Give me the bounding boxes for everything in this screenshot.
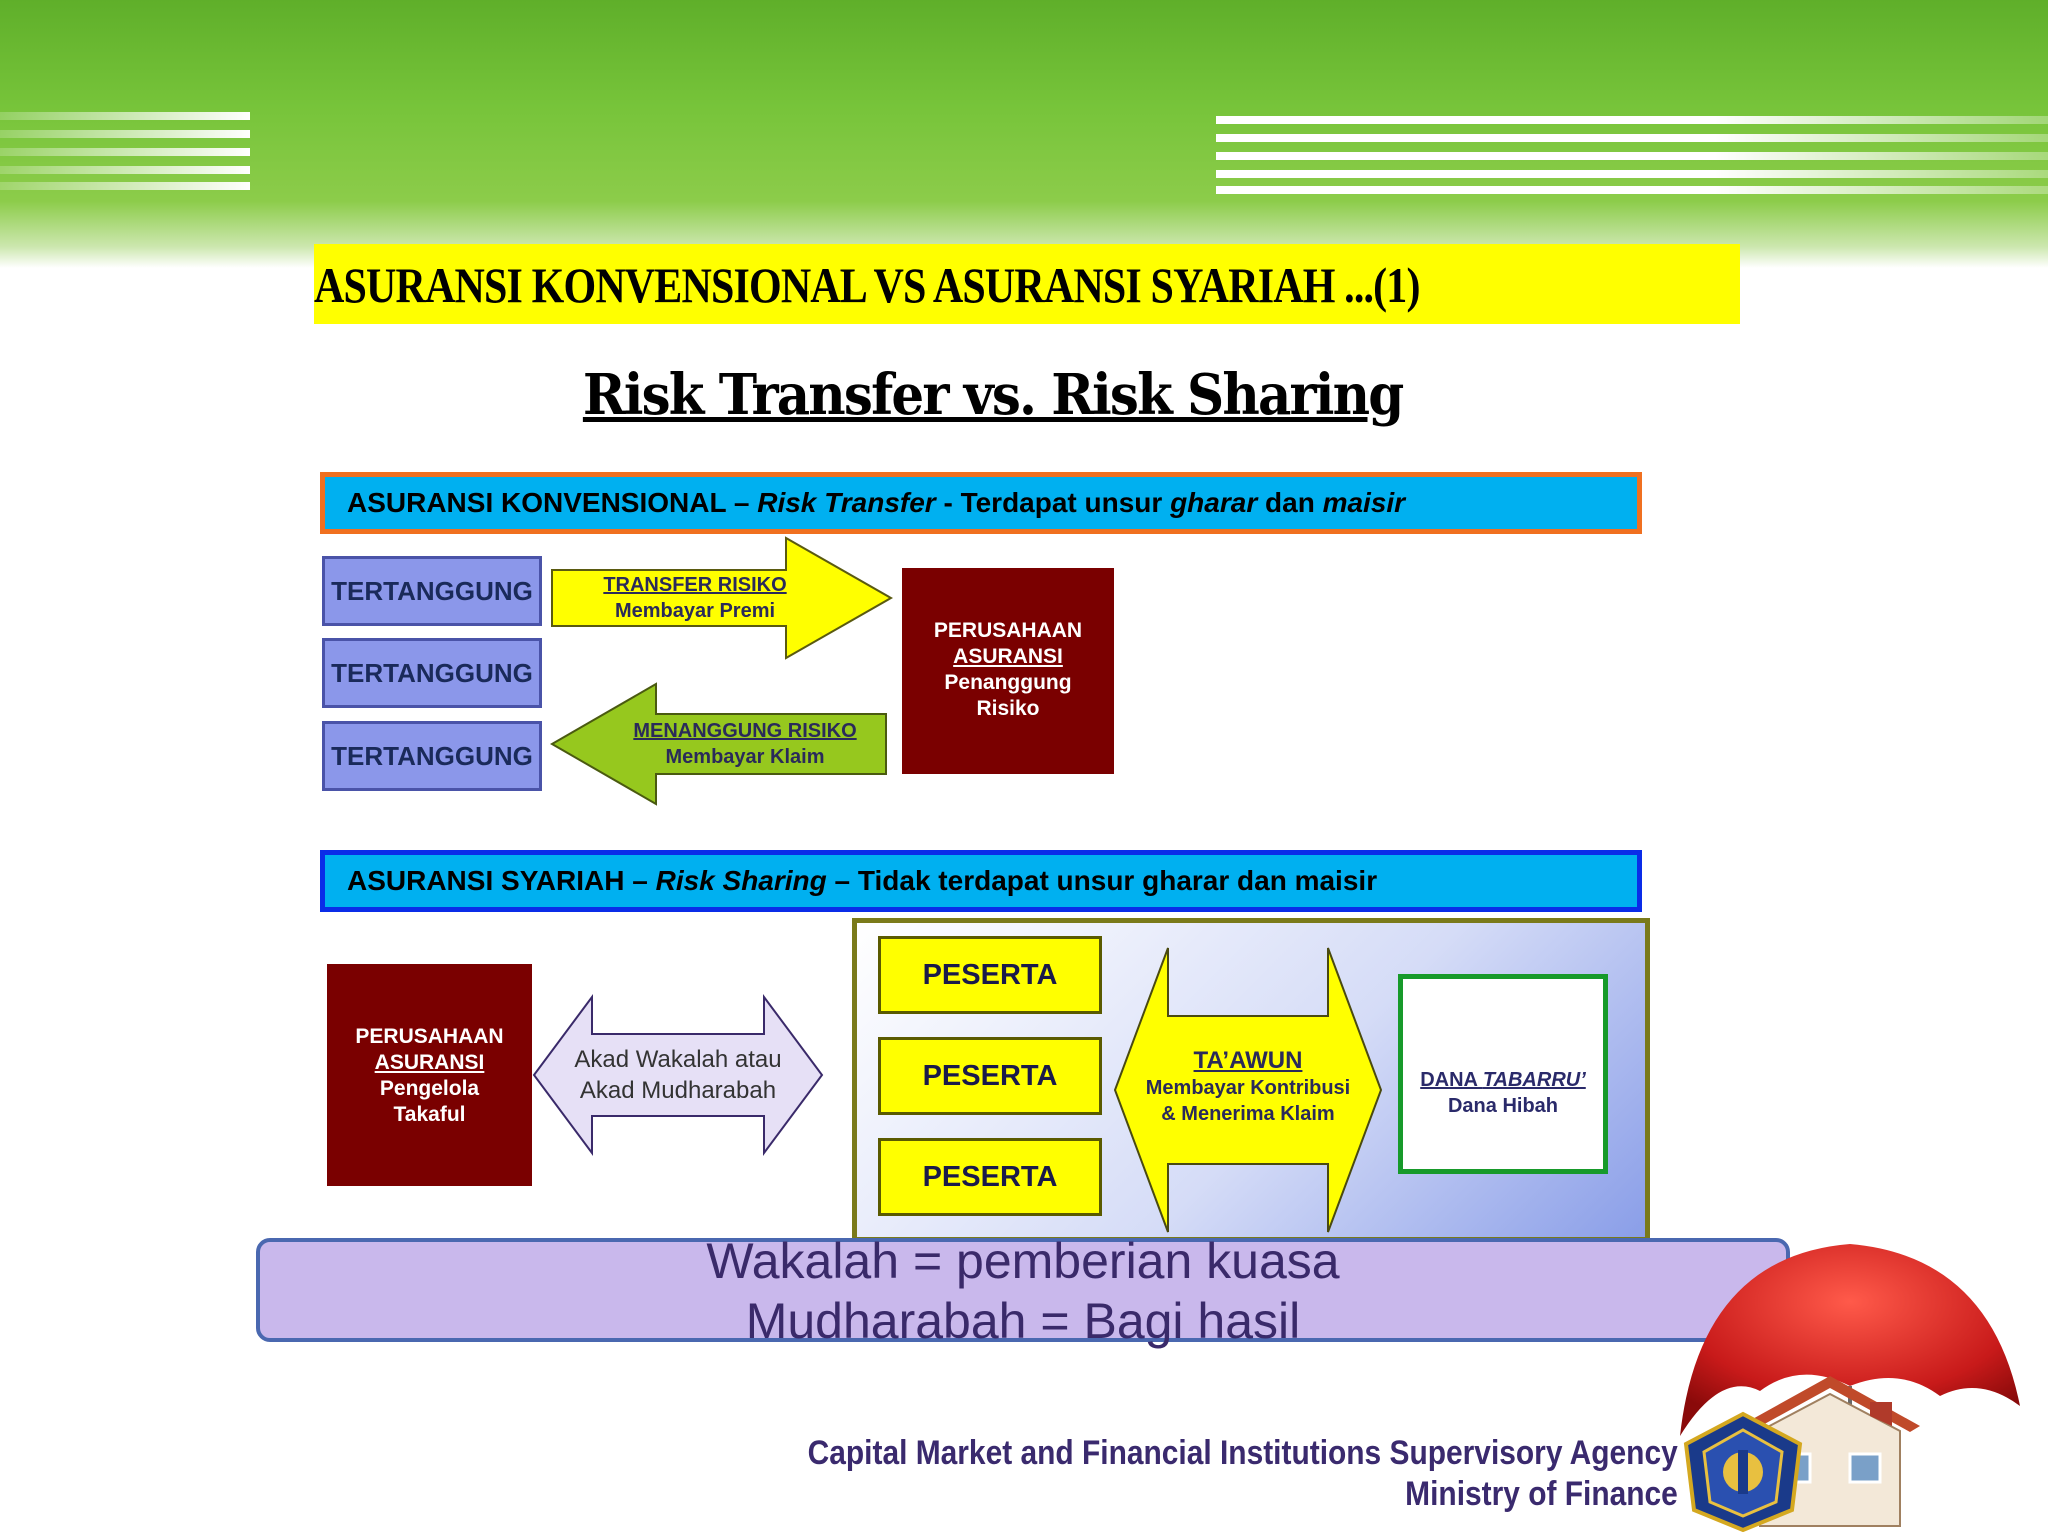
peserta-box: PESERTA [878, 936, 1102, 1014]
dana-tabarru-sub: Dana Hibah [1447, 1095, 1559, 1117]
konvensional-header-dan: dan [1257, 487, 1323, 518]
tertanggung-box: TERTANGGUNG [322, 638, 542, 708]
dana-tabarru-prefix: DANA [1420, 1069, 1483, 1091]
konvensional-header-gharar: gharar [1170, 487, 1258, 518]
syariah-header-prefix: ASURANSI SYARIAH – [347, 865, 656, 896]
dana-tabarru-label: DANA TABARRU’ Dana Hibah [1403, 1067, 1603, 1119]
company-line2: ASURANSI [953, 645, 1063, 668]
company-line2: ASURANSI [374, 1051, 485, 1074]
dana-tabarru-italic: TABARRU’ [1482, 1069, 1586, 1091]
menanggung-risiko-title: MENANGGUNG RISIKO [633, 720, 857, 742]
company-line1: PERUSAHAAN [355, 1025, 504, 1048]
tertanggung-box: TERTANGGUNG [322, 556, 542, 626]
taawun-line1: Membayar Kontribusi [1145, 1077, 1351, 1099]
slide-subtitle: Risk Transfer vs. Risk Sharing [582, 362, 1404, 428]
taawun-title: TA’AWUN [1193, 1047, 1303, 1074]
company-line4: Takaful [393, 1103, 466, 1126]
footer-ministry: Ministry of Finance [1405, 1475, 1678, 1513]
akad-label: Akad Wakalah atau Akad Mudharabah [540, 1044, 816, 1106]
dana-tabarru-box: DANA TABARRU’ Dana Hibah [1398, 974, 1608, 1174]
konvensional-header-prefix: ASURANSI KONVENSIONAL – [347, 487, 758, 518]
tertanggung-box: TERTANGGUNG [322, 721, 542, 791]
konvensional-header-risk-transfer: Risk Transfer [757, 487, 936, 518]
title-highlight [314, 244, 1740, 324]
syariah-header-rest: – Tidak terdapat unsur gharar dan maisir [826, 865, 1378, 896]
peserta-box: PESERTA [878, 1138, 1102, 1216]
company-line3: Penanggung [944, 671, 1072, 694]
transfer-risiko-title: TRANSFER RISIKO [603, 574, 787, 596]
taawun-label: TA’AWUN Membayar Kontribusi & Menerima K… [1122, 1048, 1374, 1127]
akad-double-arrow [532, 994, 824, 1156]
slide-title: ASURANSI KONVENSIONAL VS ASURANSI SYARIA… [314, 257, 1420, 313]
taawun-double-arrow [1113, 947, 1383, 1233]
syariah-header: ASURANSI SYARIAH – Risk Sharing – Tidak … [320, 850, 1642, 912]
banner-stripes-right [1216, 116, 2048, 194]
peserta-box: PESERTA [878, 1037, 1102, 1115]
footer-agency: Capital Market and Financial Institution… [807, 1434, 1678, 1472]
transfer-risiko-label: TRANSFER RISIKO Membayar Premi [552, 572, 838, 624]
definition-note-box [256, 1238, 1790, 1342]
menanggung-risiko-label: MENANGGUNG RISIKO Membayar Klaim [620, 718, 870, 770]
konvensional-header-maisir: maisir [1322, 487, 1406, 518]
akad-line2: Akad Mudharabah [579, 1077, 777, 1104]
note-wakalah: Wakalah = pemberian kuasa [706, 1233, 1340, 1289]
akad-line1: Akad Wakalah atau [574, 1046, 782, 1073]
company-line4: Risiko [976, 697, 1040, 720]
transfer-risiko-sub: Membayar Premi [614, 600, 776, 622]
transfer-risiko-arrow [551, 536, 894, 660]
company-line3: Pengelola [379, 1077, 480, 1100]
note-mudharabah: Mudharabah = Bagi hasil [745, 1293, 1301, 1349]
banner-stripes-left [0, 112, 250, 190]
perusahaan-asuransi-pengelola: PERUSAHAAN ASURANSI Pengelola Takaful [327, 964, 532, 1186]
ministry-emblem-icon [1683, 1411, 1803, 1532]
umbrella-house-illustration [1680, 1244, 2020, 1527]
konvensional-header-mid: - Terdapat unsur [935, 487, 1171, 518]
konvensional-header: ASURANSI KONVENSIONAL – Risk Transfer - … [320, 472, 1642, 534]
taawun-line2: & Menerima Klaim [1161, 1103, 1335, 1125]
company-line1: PERUSAHAAN [933, 619, 1083, 642]
syariah-header-risk-sharing: Risk Sharing [655, 865, 827, 896]
perusahaan-asuransi-penanggung: PERUSAHAAN ASURANSI Penanggung Risiko [902, 568, 1114, 774]
menanggung-risiko-sub: Membayar Klaim [665, 746, 825, 768]
menanggung-risiko-arrow [550, 682, 887, 806]
dana-tabarru-title: DANA TABARRU’ [1420, 1069, 1586, 1091]
